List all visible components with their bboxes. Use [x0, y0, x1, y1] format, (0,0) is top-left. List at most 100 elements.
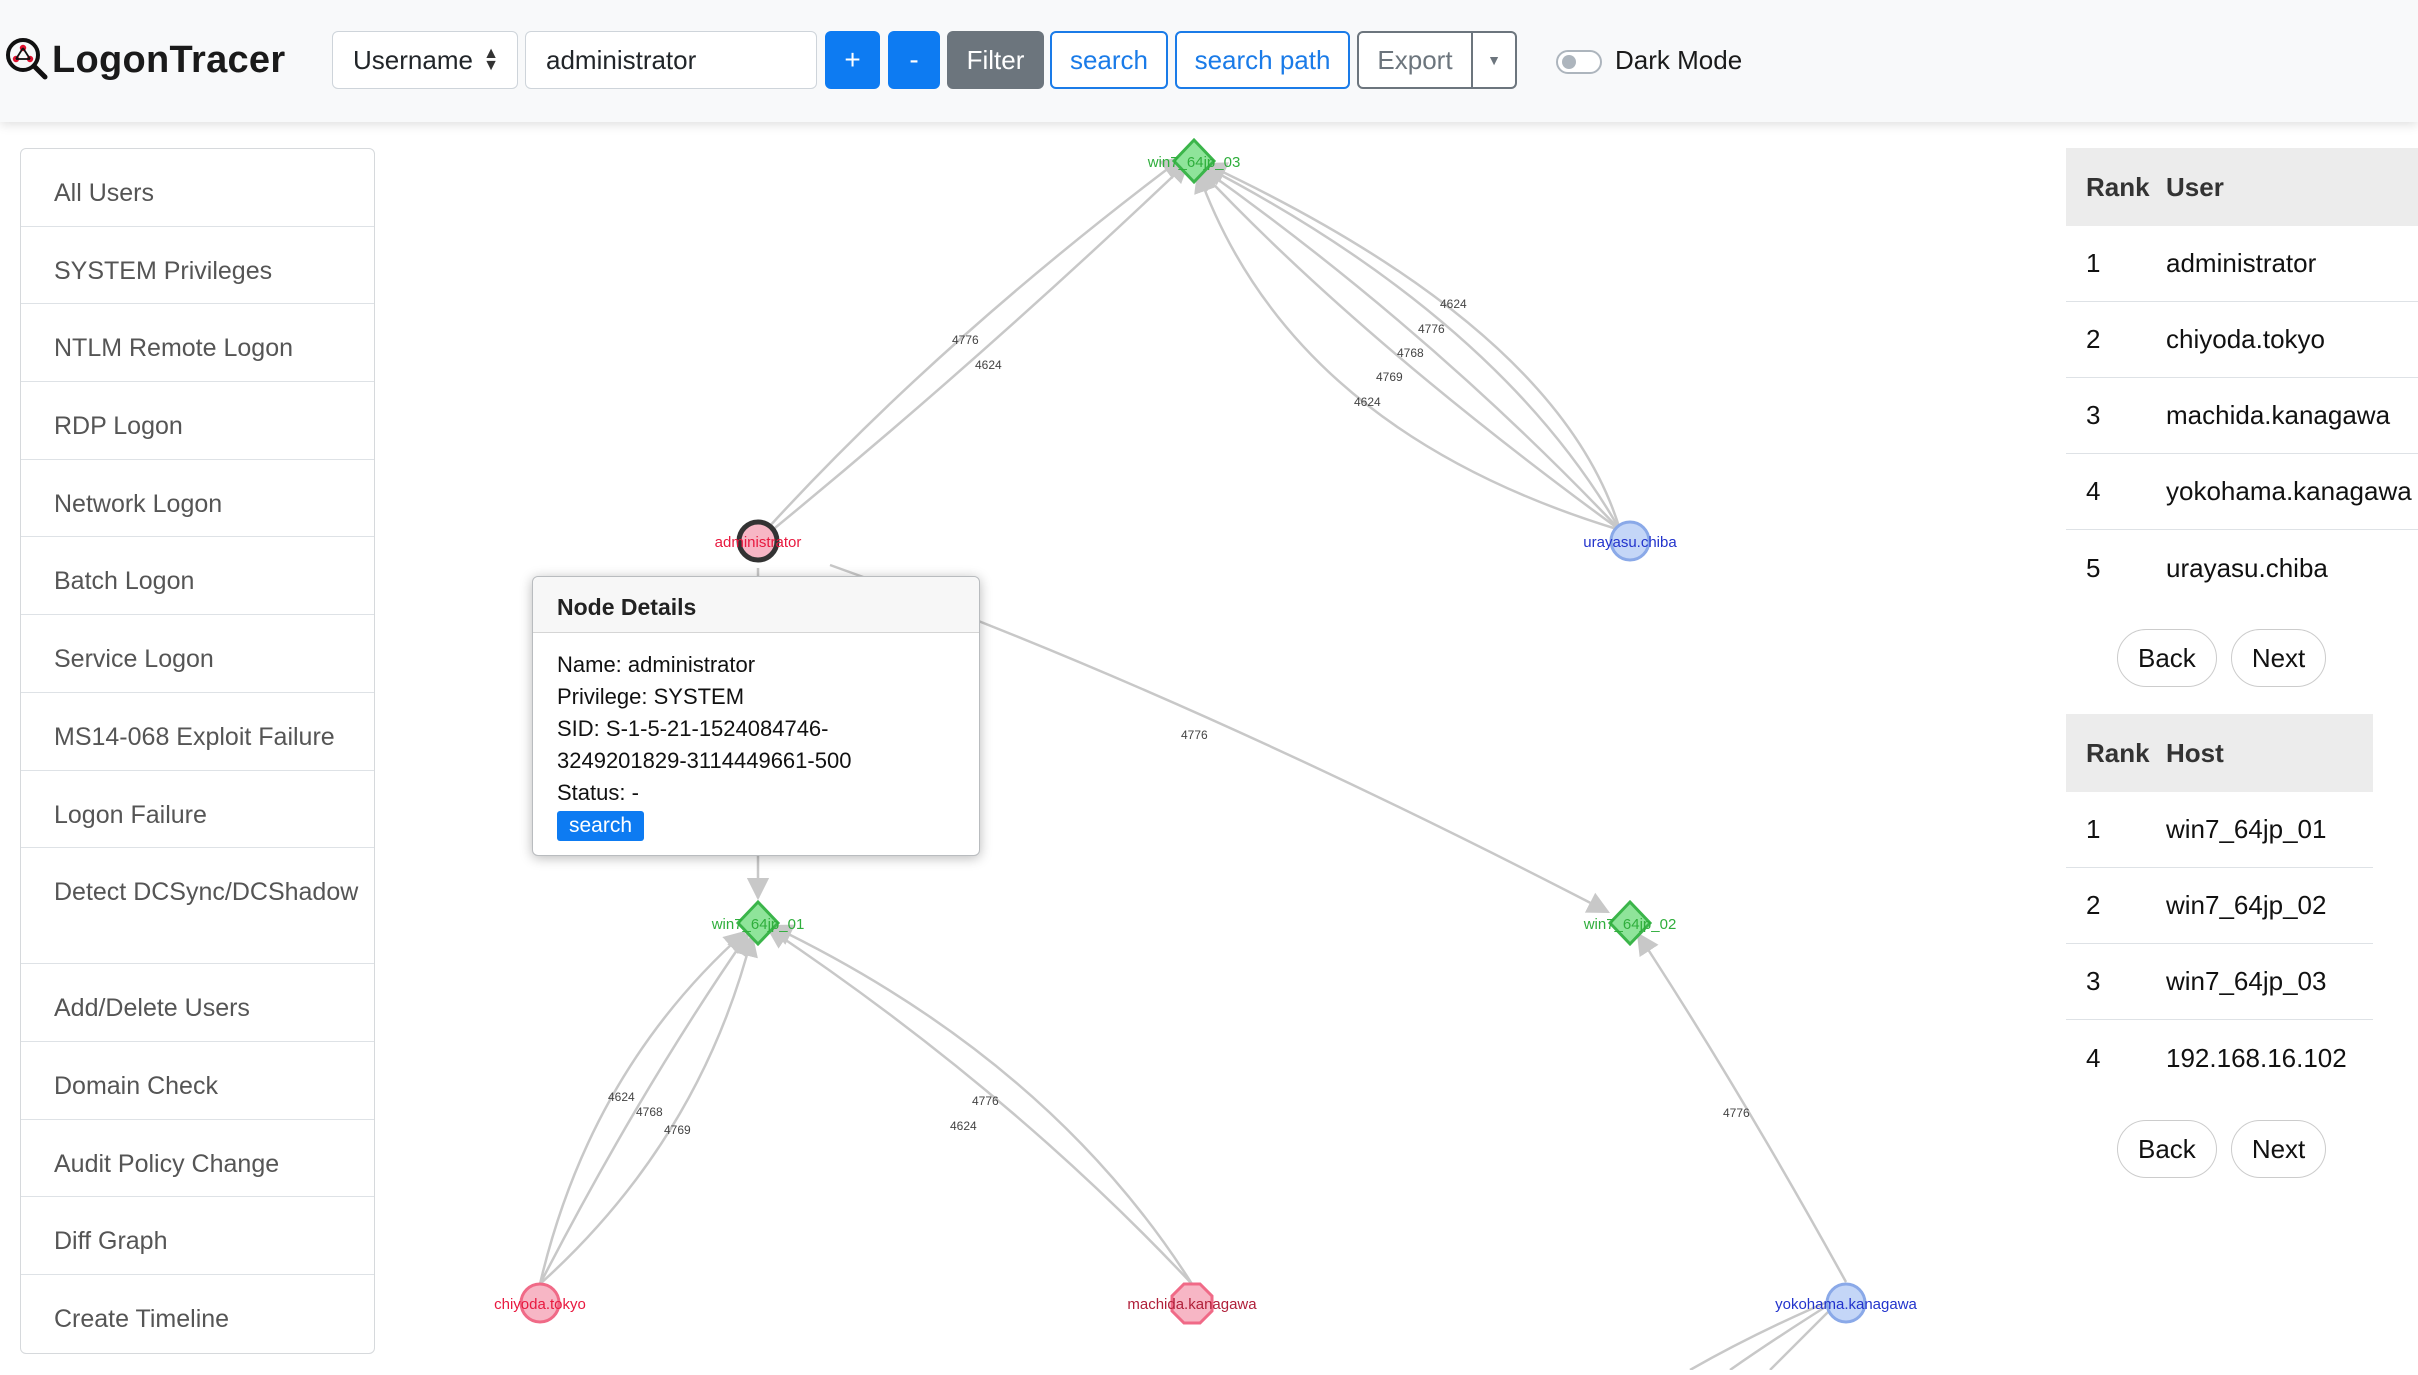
menu-audit-policy-change[interactable]: Audit Policy Change	[21, 1120, 374, 1198]
zoom-in-button[interactable]: +	[825, 31, 880, 89]
rank-cell: 3	[2086, 400, 2101, 430]
user-rank-next-button[interactable]: Next	[2230, 629, 2327, 687]
table-row[interactable]: 1 administrator	[2066, 226, 2418, 302]
menu-service-logon[interactable]: Service Logon	[21, 615, 374, 693]
table-row[interactable]: 4 yokohama.kanagawa	[2066, 454, 2418, 530]
node-label: urayasu.chiba	[1583, 534, 1677, 551]
user-node-administrator[interactable]: administrator	[715, 519, 802, 563]
edge-urayasu-win7-03-e	[1194, 169, 1621, 532]
menu-rdp-logon[interactable]: RDP Logon	[21, 382, 374, 460]
edge-urayasu-win7-03-b	[1202, 164, 1622, 531]
graph-svg: 4776 4624 4624 4776 4768 4769 4624 4776 …	[494, 137, 1918, 1372]
rank-cell: 1	[2086, 814, 2101, 844]
table-row[interactable]: 3 win7_64jp_03	[2066, 944, 2373, 1020]
node-details-popup: Node Details Name: administrator Privile…	[532, 576, 980, 856]
menu-all-users[interactable]: All Users	[21, 149, 374, 227]
menu-create-timeline[interactable]: Create Timeline	[54, 1304, 230, 1333]
search-type-select[interactable]: Username ▲▼	[332, 31, 518, 89]
column-header-rank: Rank	[2086, 171, 2150, 202]
table-row[interactable]: 2 chiyoda.tokyo	[2066, 302, 2418, 378]
menu-add-delete-users[interactable]: Add/Delete Users	[21, 964, 374, 1042]
edge-label: 4624	[1440, 297, 1467, 311]
table-row[interactable]: 2 win7_64jp_02	[2066, 868, 2373, 944]
column-header-host: Host	[2166, 737, 2224, 768]
search-input[interactable]: administrator	[525, 31, 817, 89]
edge-label: 4769	[664, 1123, 691, 1137]
edge-chiyoda-win7-01-a	[538, 930, 747, 1285]
host-cell: win7_64jp_01	[2166, 814, 2327, 844]
host-cell: win7_64jp_02	[2166, 890, 2327, 920]
search-path-button[interactable]: search path	[1175, 31, 1350, 89]
edge-label: 4776	[1418, 322, 1445, 336]
caret-down-icon: ▼	[1487, 52, 1501, 68]
rank-cell: 3	[2086, 966, 2101, 996]
popup-title: Node Details	[533, 577, 979, 633]
edge-label: 4624	[608, 1090, 635, 1104]
edge-machida-win7-01-a	[766, 926, 1193, 1285]
search-button[interactable]: search	[1050, 31, 1168, 89]
host-node-win7-64jp-03[interactable]: win7_64jp_03	[1147, 137, 1241, 185]
host-rank-next-button[interactable]: Next	[2230, 1120, 2327, 1178]
table-row[interactable]: 3 machida.kanagawa	[2066, 378, 2418, 454]
zoom-out-button[interactable]: -	[888, 31, 940, 89]
menu-domain-check[interactable]: Domain Check	[21, 1042, 374, 1120]
user-rank-back-button[interactable]: Back	[2117, 629, 2217, 687]
user-node-machida-kanagawa[interactable]: machida.kanagawa	[1127, 1282, 1257, 1325]
detail-sid-line-1: SID: S-1-5-21-1524084746-	[557, 716, 829, 741]
edge-label: 4776	[972, 1094, 999, 1108]
table-row[interactable]: 5 urayasu.chiba	[2066, 530, 2418, 606]
switch-knob	[1562, 55, 1576, 69]
edge-admin-win7-03-b	[769, 160, 1190, 533]
node-label: chiyoda.tokyo	[494, 1296, 586, 1313]
menu-system-privileges[interactable]: SYSTEM Privileges	[21, 227, 374, 305]
user-cell: urayasu.chiba	[2166, 552, 2328, 583]
updown-caret-icon: ▲▼	[483, 45, 499, 74]
node-label: yokohama.kanagawa	[1775, 1296, 1917, 1313]
user-node-chiyoda-tokyo[interactable]: chiyoda.tokyo	[494, 1282, 586, 1324]
menu-diff-graph[interactable]: Diff Graph	[21, 1197, 374, 1275]
export-button[interactable]: Export	[1357, 31, 1473, 89]
table-row[interactable]: 4 192.168.16.102	[2066, 1020, 2373, 1096]
host-node-win7-64jp-01[interactable]: win7_64jp_01	[711, 899, 805, 947]
menu-network-logon[interactable]: Network Logon	[21, 460, 374, 538]
popup-search-button[interactable]: search	[557, 811, 645, 841]
edge-label: 4624	[1354, 395, 1381, 409]
table-row[interactable]: 1 win7_64jp_01	[2066, 792, 2373, 868]
node-label: win7_64jp_03	[1147, 154, 1241, 171]
edge-urayasu-win7-03-d	[1198, 168, 1621, 532]
logon-graph-canvas[interactable]: 4776 4624 4624 4776 4768 4769 4624 4776 …	[380, 130, 2060, 1372]
export-dropdown-toggle[interactable]: ▼	[1473, 31, 1517, 89]
user-cell: administrator	[2166, 248, 2317, 278]
host-rank-back-button[interactable]: Back	[2117, 1120, 2217, 1178]
host-cell: win7_64jp_03	[2166, 966, 2327, 996]
user-cell: chiyoda.tokyo	[2166, 324, 2325, 354]
user-node-yokohama-kanagawa[interactable]: yokohama.kanagawa	[1775, 1282, 1918, 1324]
dark-mode-switch[interactable]	[1556, 50, 1602, 74]
edge-label: 4776	[952, 333, 979, 347]
dark-mode-label: Dark Mode	[1615, 45, 1743, 75]
filter-button[interactable]: Filter	[947, 31, 1044, 89]
logo-icon	[4, 36, 48, 85]
user-rank-table: Rank User 1 administrator 2 chiyoda.toky…	[2066, 148, 2418, 606]
menu-detect-dcsync[interactable]: Detect DCSync/DCShadow	[21, 848, 374, 965]
brand[interactable]: LogonTracer	[4, 36, 285, 84]
detail-privilege: Privilege: SYSTEM	[557, 684, 745, 709]
edge-label: 4624	[950, 1119, 977, 1133]
node-label: win7_64jp_02	[1583, 916, 1677, 933]
menu-ms14-068-exploit-failure[interactable]: MS14-068 Exploit Failure	[21, 693, 374, 771]
detail-sid-line-2: 3249201829-3114449661-500	[557, 748, 852, 773]
rank-cell: 1	[2086, 248, 2101, 278]
host-node-win7-64jp-02[interactable]: win7_64jp_02	[1583, 899, 1677, 947]
edge-admin-win7-03-a	[767, 156, 1184, 529]
menu-ntlm-remote-logon[interactable]: NTLM Remote Logon	[21, 304, 374, 383]
rank-cell: 2	[2086, 324, 2101, 354]
edge-urayasu-win7-03-a	[1203, 162, 1622, 531]
user-cell: machida.kanagawa	[2166, 400, 2391, 430]
top-navbar: LogonTracer Username ▲▼ administrator + …	[0, 0, 2418, 122]
node-label: win7_64jp_01	[711, 916, 805, 933]
menu-logon-failure[interactable]: Logon Failure	[21, 771, 374, 849]
menu-batch-logon[interactable]: Batch Logon	[21, 537, 374, 616]
brand-name: LogonTracer	[52, 38, 286, 81]
detail-name: Name: administrator	[557, 652, 756, 677]
user-node-urayasu-chiba[interactable]: urayasu.chiba	[1583, 520, 1677, 562]
